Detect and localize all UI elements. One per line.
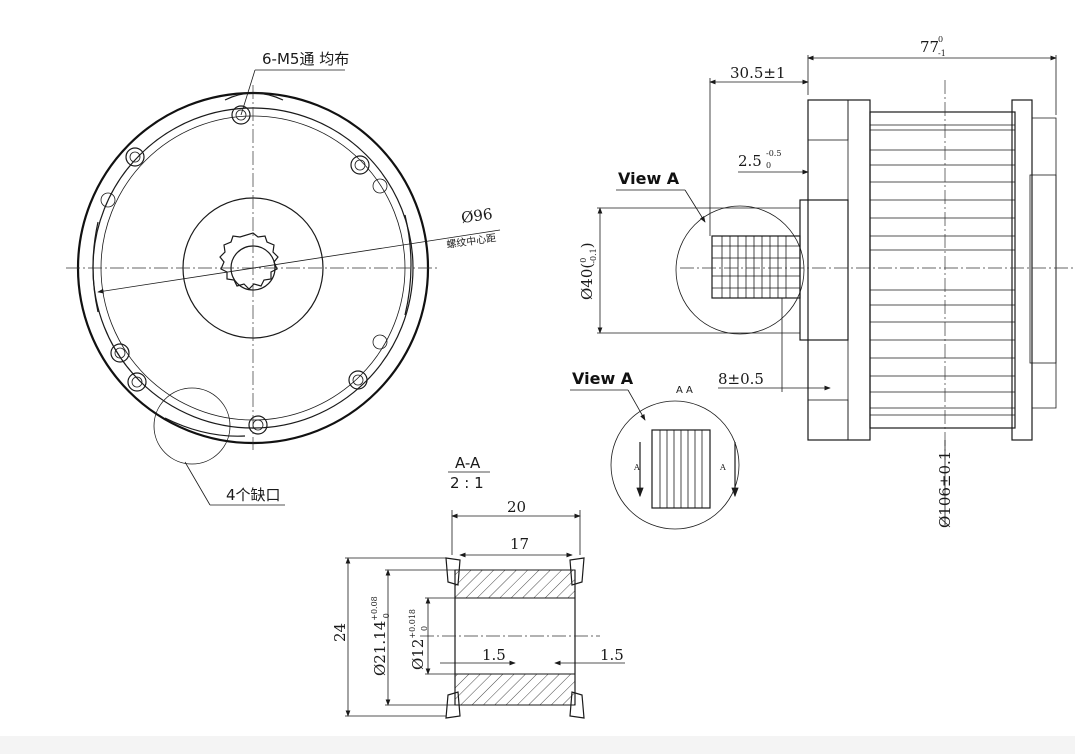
- svg-text:-0.5: -0.5: [766, 149, 781, 158]
- height: 24: [331, 623, 349, 642]
- view-a-label-top: View A: [618, 169, 680, 188]
- width-inner: 17: [510, 535, 529, 553]
- section-lower-wall: [454, 673, 576, 706]
- cooling-fins: [870, 124, 1015, 416]
- pulley-offset: 8±0.5: [718, 370, 764, 388]
- notch-bottom: [164, 417, 246, 437]
- section-mark: A A: [676, 385, 693, 396]
- pulley-teeth: [712, 236, 800, 298]
- diameter-dim-line: [97, 229, 501, 294]
- section-arrow-left: A: [633, 463, 640, 472]
- svg-text:-1: -1: [938, 49, 946, 58]
- svg-text:0: 0: [766, 161, 771, 170]
- view-a-circle-top: [675, 205, 805, 335]
- rear-cap: [1032, 117, 1057, 409]
- hole-leader: [240, 69, 256, 116]
- bottom-strip: [0, 736, 1075, 754]
- view-a-circle-bottom: [610, 400, 740, 530]
- section-title: A-A: [455, 454, 481, 472]
- notch-leader: [184, 461, 211, 506]
- section-upper-wall: [454, 569, 576, 599]
- boss: [799, 199, 849, 341]
- bolt-holes: [100, 105, 388, 435]
- diameter-label: Ø96: [460, 205, 494, 227]
- section-scale: 2 : 1: [450, 474, 484, 492]
- body-housing: [869, 111, 1016, 429]
- notch-top: [224, 92, 284, 101]
- flange-right: 1.5: [600, 646, 624, 664]
- svg-text:0: 0: [938, 35, 943, 44]
- view-a-label-bottom: View A: [572, 369, 634, 388]
- notch-left: [92, 221, 99, 313]
- overall-length: 77: [920, 38, 939, 56]
- spline-gear: [219, 232, 279, 290]
- body-rear-flange: [1011, 99, 1033, 441]
- section-arrow-right: A: [719, 463, 726, 472]
- step-depth: 2.5: [738, 152, 762, 170]
- side-view: View A 77 0 -1 30.5±1 2.5 -0.5 0 Ø40(0-0…: [570, 35, 1075, 530]
- body-front-flange: [807, 99, 871, 441]
- flange-left: 1.5: [482, 646, 506, 664]
- width-outer: 20: [507, 498, 526, 516]
- pulley-side: [711, 235, 801, 299]
- boss-diameter: Ø40(0-0.1): [578, 242, 598, 300]
- notch-note: 4个缺口: [226, 486, 281, 504]
- hole-note: 6-M5通 均布: [262, 50, 349, 68]
- notch-detail-circle: [153, 387, 231, 465]
- shaft-length: 30.5±1: [730, 64, 786, 82]
- body-diameter: Ø106±0.1: [936, 451, 954, 528]
- rear-window: [1029, 174, 1057, 364]
- front-view: Ø96 螺纹中心距 6-M5通 均布 4个缺口: [66, 50, 501, 506]
- notch-right: [404, 214, 412, 316]
